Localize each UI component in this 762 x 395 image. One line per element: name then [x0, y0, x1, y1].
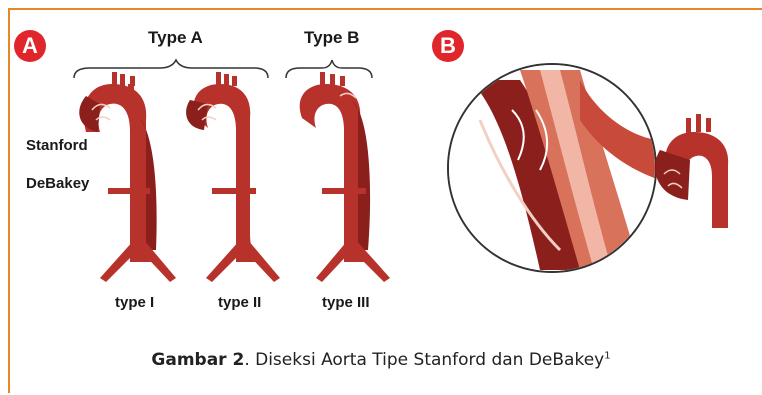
brace-type-a [74, 60, 268, 78]
caption-superscript: 1 [604, 350, 610, 361]
caption-text: . Diseksi Aorta Tipe Stanford dan DeBake… [244, 350, 604, 370]
aorta-small-b [655, 114, 728, 228]
aorta-type-ii [186, 72, 280, 282]
brace-type-b [286, 60, 372, 78]
caption-bold: Gambar 2 [151, 350, 244, 370]
figure-caption: Gambar 2. Diseksi Aorta Tipe Stanford da… [0, 350, 762, 370]
aorta-type-iii [300, 72, 390, 282]
aorta-type-i [79, 72, 176, 282]
dissection-magnified-view [448, 64, 660, 274]
